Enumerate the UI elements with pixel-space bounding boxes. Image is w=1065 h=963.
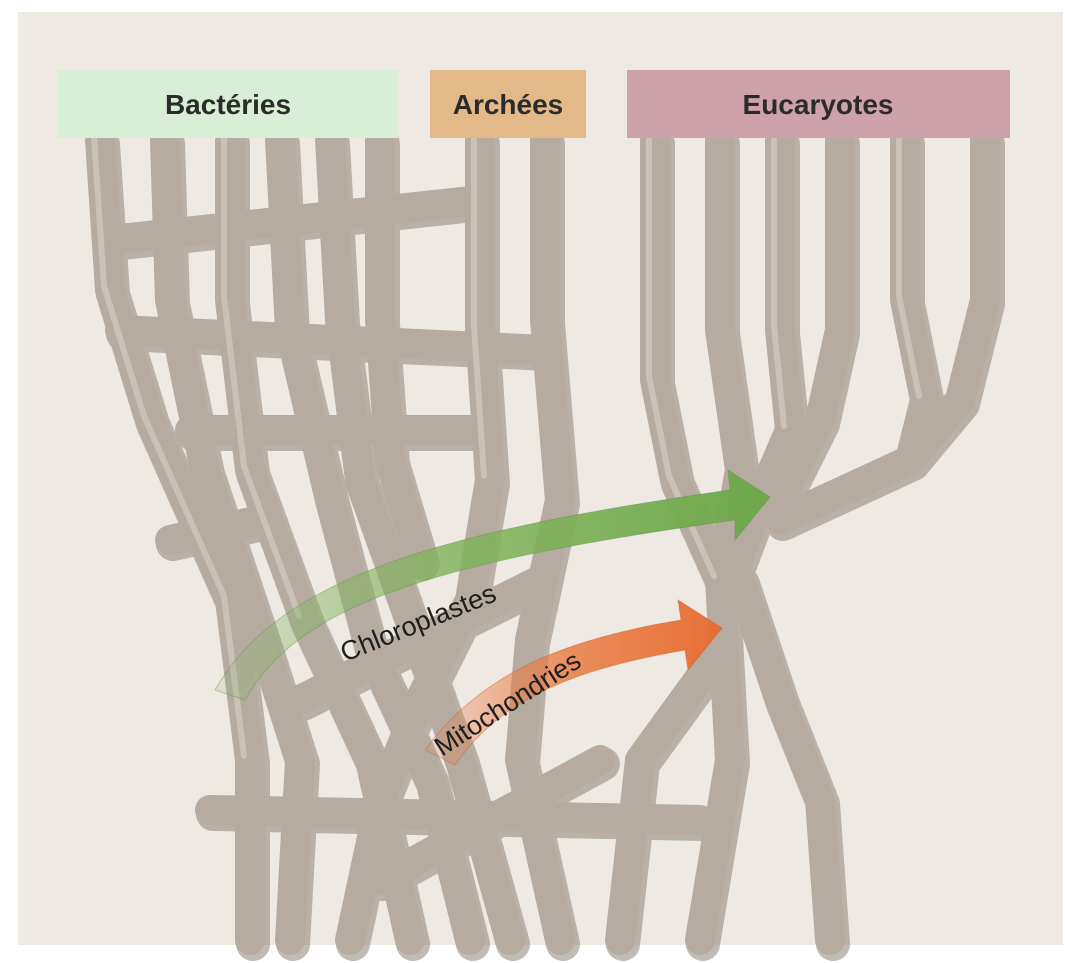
header-bacteria-label: Bactéries xyxy=(165,89,291,120)
header-eukaryotes-label: Eucaryotes xyxy=(743,89,894,120)
header-eukaryotes: Eucaryotes xyxy=(627,70,1010,138)
header-bacteria: Bactéries xyxy=(58,70,398,138)
header-archaea-label: Archées xyxy=(453,89,564,120)
header-archaea: Archées xyxy=(430,70,586,138)
